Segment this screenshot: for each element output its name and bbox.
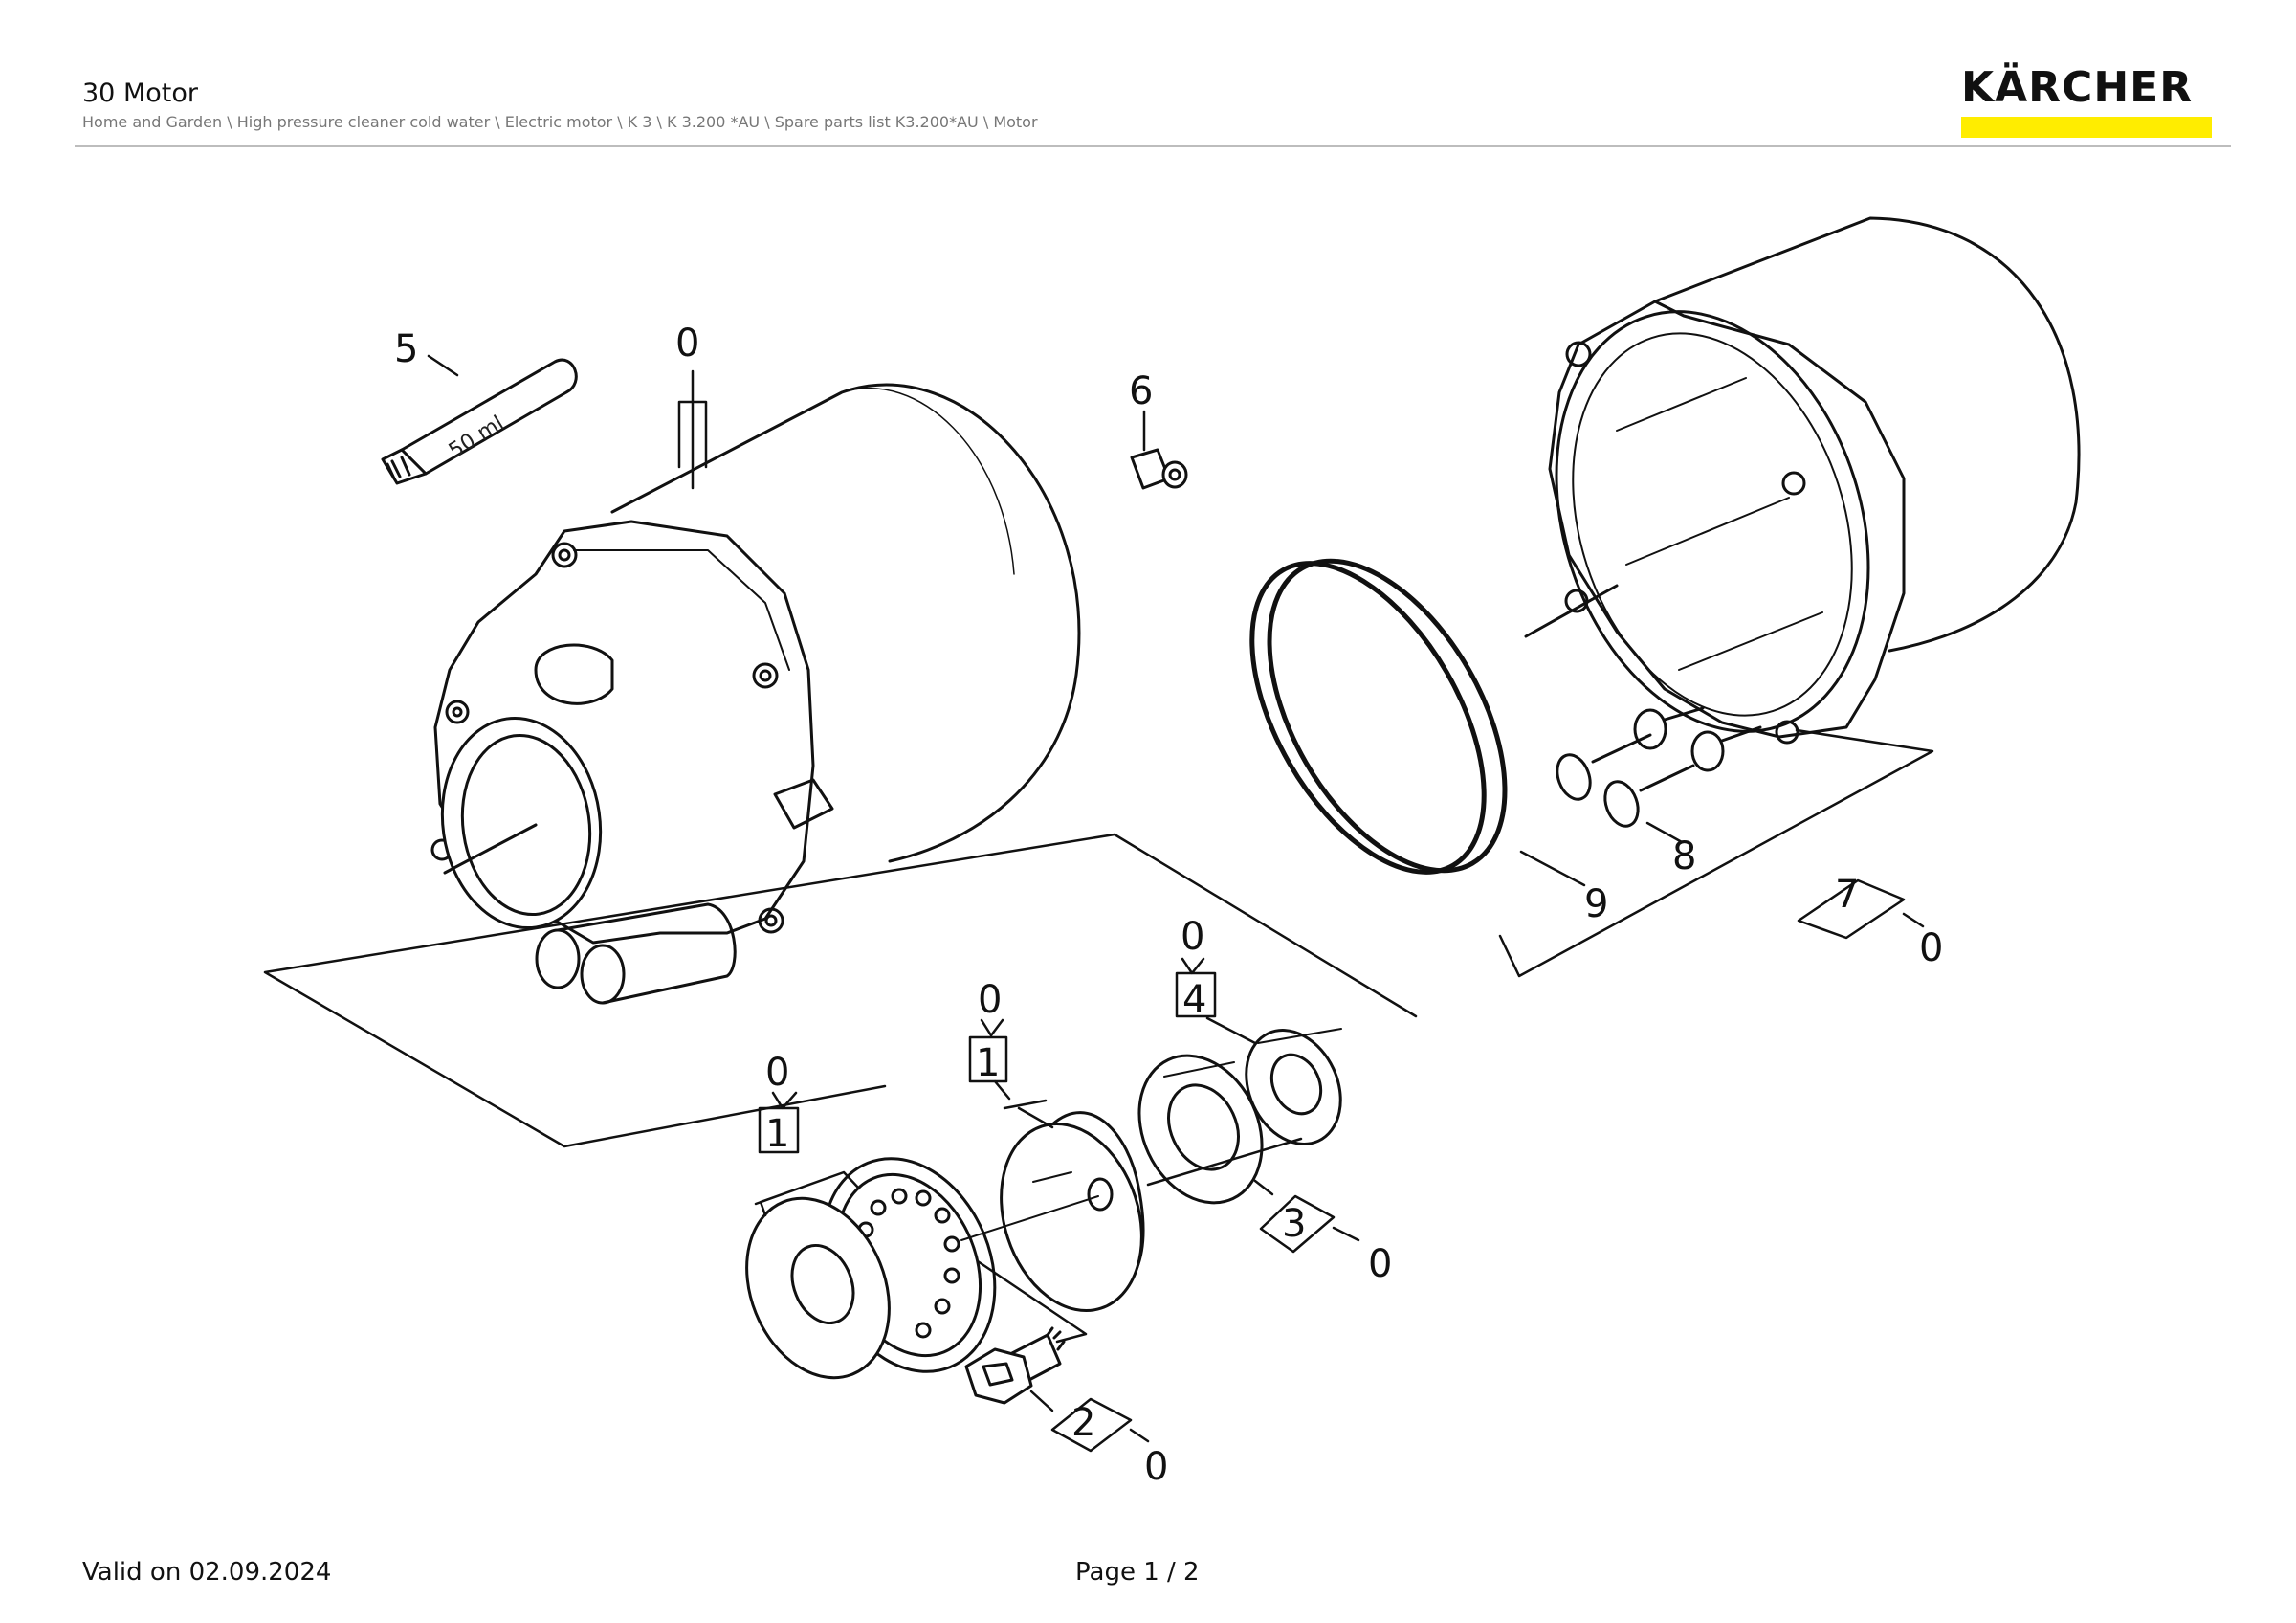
callout-item-2-zero: 0 xyxy=(1144,1445,1168,1489)
valid-on-date: Valid on 02.09.2024 xyxy=(82,1558,332,1587)
front-housing-bracket xyxy=(263,833,1418,1148)
thrust-bearing xyxy=(745,1157,997,1380)
callout-item-7-zero: 0 xyxy=(1919,926,1943,970)
small-o-rings-item-8 xyxy=(1556,733,1695,828)
callout-item-7: 7 xyxy=(1835,873,1859,917)
callout-item-8: 8 xyxy=(1672,834,1696,878)
header-divider xyxy=(75,145,2231,147)
callout-motor-zero: 0 xyxy=(675,322,699,366)
kit-1-shaft-line xyxy=(960,1195,1099,1241)
callout-item-6: 6 xyxy=(1129,369,1153,413)
page-number: Page 1 / 2 xyxy=(1075,1558,1200,1587)
callout-kit-1-left-zero: 0 xyxy=(765,1051,789,1095)
breadcrumb: Home and Garden \ High pressure cleaner … xyxy=(82,113,1038,131)
front-motor-housing xyxy=(430,383,1081,1005)
leader-lines xyxy=(427,354,1925,1453)
rear-housing-bracket xyxy=(1498,728,1934,978)
callout-item-4-zero: 0 xyxy=(1181,915,1204,959)
o-ring-item-9 xyxy=(1249,558,1508,875)
callout-kit-1-right: 1 xyxy=(976,1041,1000,1085)
rear-motor-housing xyxy=(1524,216,2081,772)
callout-item-9: 9 xyxy=(1584,882,1608,926)
callout-kit-1-left: 1 xyxy=(765,1112,789,1156)
ball-bearing-item-3 xyxy=(1137,1054,1264,1205)
fan-cover xyxy=(1000,1111,1145,1313)
callout-kit-1-right-zero: 0 xyxy=(978,978,1002,1022)
bearing-bracket-lines xyxy=(976,1137,1303,1344)
callout-item-3-zero: 0 xyxy=(1368,1242,1392,1286)
logo-text: KÄRCHER xyxy=(1961,63,2194,112)
page-title: 30 Motor xyxy=(82,78,198,108)
callout-item-5: 5 xyxy=(394,327,418,371)
kaercher-logo: KÄRCHER xyxy=(1961,65,2212,138)
logo-yellow-bar xyxy=(1961,117,2212,138)
grease-tube xyxy=(381,358,578,485)
callout-item-3: 3 xyxy=(1282,1202,1306,1246)
kit-1-left-bracket xyxy=(754,1170,861,1217)
callout-item-4: 4 xyxy=(1182,978,1206,1022)
bolt-item-6 xyxy=(1130,448,1188,490)
shaft-seal-item-4 xyxy=(1245,1028,1342,1145)
screw-item-2 xyxy=(964,1326,1066,1405)
kit-1-right-bracket xyxy=(1003,1099,1054,1129)
callout-item-2: 2 xyxy=(1071,1401,1095,1445)
